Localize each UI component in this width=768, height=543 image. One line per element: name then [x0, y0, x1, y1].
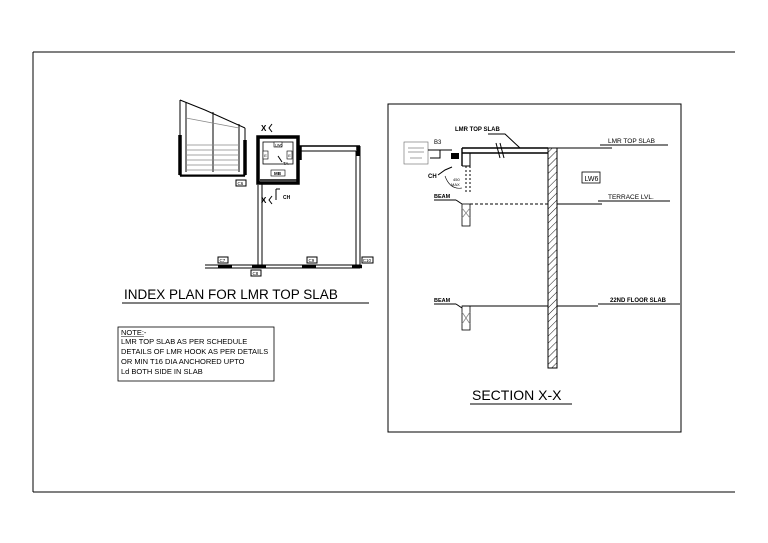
section-mark-bottom: X [261, 196, 267, 205]
ch-label-section: CH [428, 174, 437, 180]
index-plan-title: INDEX PLAN FOR LMR TOP SLAB [124, 287, 338, 302]
column-tag-c6: C6 [238, 181, 244, 186]
note-line-1: LMR TOP SLAB AS PER SCHEDULE [121, 337, 247, 346]
lmr-core: LW6 E E TA MB [256, 135, 300, 185]
plan-ch-label: CH [283, 195, 291, 201]
section-frame [387, 103, 682, 433]
beam-label-upper: BEAM [434, 194, 451, 200]
note-heading: NOTE:- [121, 328, 147, 337]
floor-22-label: 22ND FLOOR SLAB [610, 298, 667, 304]
section-mark-top: X [261, 124, 267, 133]
b3-label: B3 [434, 140, 442, 146]
note-line-2: DETAILS OF LMR HOOK AS PER DETAILS [121, 347, 268, 356]
column-tag-c10: C10 [363, 258, 372, 263]
column-tag-c9: C9 [309, 258, 315, 263]
section-title: SECTION X-X [472, 387, 562, 403]
beam-label-lower: BEAM [434, 298, 451, 304]
lw-tag-plan: LW6 [275, 143, 283, 147]
column-tag-c7: C7 [220, 258, 226, 263]
lmr-top-slab-level: LMR TOP SLAB [608, 138, 655, 145]
section-drawing: LMR TOP SLAB LMR TOP SLAB B3 CH 450 MAX … [403, 127, 680, 369]
dim-450: 450 [453, 177, 460, 182]
terrace-level-label: TERRACE LVL. [608, 194, 654, 201]
dim-max: MAX [451, 182, 460, 187]
ta-tag: TA [283, 161, 288, 166]
index-plan: C6 LW6 E E TA MB X X CH [178, 99, 374, 277]
svg-text:E: E [288, 153, 291, 158]
lift-wall-section [547, 147, 558, 369]
mb-tag: MB [274, 171, 282, 176]
lw6-tag: LW6 [585, 176, 599, 183]
lmr-top-slab-callout: LMR TOP SLAB [455, 127, 500, 133]
note-line-4: Ld BOTH SIDE IN SLAB [121, 367, 203, 376]
column-tag-c8: C8 [253, 271, 259, 276]
note-box: NOTE:- LMR TOP SLAB AS PER SCHEDULE DETA… [117, 326, 275, 382]
note-line-3: OR MIN T16 DIA ANCHORED UPTO [121, 357, 245, 366]
staircase [178, 99, 247, 177]
svg-text:E: E [264, 153, 267, 158]
